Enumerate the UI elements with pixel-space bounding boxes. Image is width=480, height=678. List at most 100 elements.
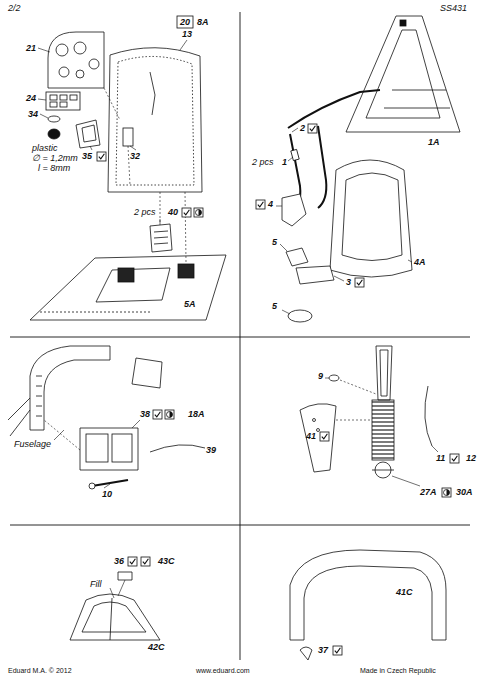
callout-number: 10 xyxy=(102,490,112,499)
leader-lines xyxy=(104,484,110,488)
leader-lines xyxy=(104,88,120,120)
callout-number: 32 xyxy=(130,152,140,161)
instrument-panel-parts xyxy=(96,268,170,302)
callout-number: 1A xyxy=(428,138,440,147)
callout-number: 18A xyxy=(188,410,205,419)
instrument-panel-parts xyxy=(178,264,194,278)
callout-number: 1 xyxy=(282,158,287,167)
callout-number: 4 xyxy=(268,200,273,209)
seat-parts xyxy=(286,248,308,266)
seat-parts xyxy=(282,194,306,226)
panel-dividers xyxy=(10,525,470,526)
instrument-panel-parts xyxy=(48,32,104,88)
leader-lines xyxy=(340,380,376,394)
seat-parts xyxy=(384,90,450,108)
callout-number: 35 xyxy=(82,152,92,161)
seat-parts xyxy=(282,16,460,322)
leader-lines xyxy=(90,146,92,150)
note-text: Fill xyxy=(90,580,102,589)
leader-lines xyxy=(54,430,64,440)
bend-icon xyxy=(97,152,106,161)
bend-icon xyxy=(308,124,317,133)
instrument-panel-parts xyxy=(76,70,84,78)
bend-icon xyxy=(128,557,137,566)
instrument-panel-parts xyxy=(59,67,69,77)
callout-number: 43C xyxy=(158,557,175,566)
callout-number: 42C xyxy=(148,643,165,652)
seat-parts xyxy=(288,310,312,322)
fuselage-parts xyxy=(80,428,138,470)
callout-number: 41 xyxy=(306,432,316,441)
seat-parts xyxy=(342,173,402,261)
footer-text: www.eduard.com xyxy=(196,667,250,674)
instrument-panel-parts xyxy=(50,95,57,100)
instrument-panel-parts xyxy=(82,125,96,142)
callout-number: 30A xyxy=(456,488,473,497)
callout-number: 38 xyxy=(140,410,150,419)
leader-lines xyxy=(118,580,125,596)
callout-number: 13 xyxy=(182,30,192,39)
control-stick-parts xyxy=(372,470,394,471)
instrument-panel-parts xyxy=(116,56,194,185)
instrument-panel-parts xyxy=(60,95,67,100)
instrument-panel-parts xyxy=(123,128,133,146)
leader-lines xyxy=(282,310,290,314)
callout-number: 21 xyxy=(26,44,36,53)
callout-number: 36 xyxy=(114,557,124,566)
callout-number: 8A xyxy=(197,18,209,27)
instrument-panel-parts xyxy=(30,255,226,320)
callout-number: 3 xyxy=(346,278,351,287)
control-stick-parts xyxy=(300,404,336,472)
bend-icon xyxy=(320,432,329,441)
callout-number: 27A xyxy=(420,488,437,497)
callout-number: 20 xyxy=(180,18,190,27)
callout-number: 39 xyxy=(206,446,216,455)
callout-number: 37 xyxy=(318,646,328,655)
panel-dividers xyxy=(240,12,241,660)
bend-icon xyxy=(153,410,162,419)
hood-parts xyxy=(110,598,112,640)
note-text: 2 pcs xyxy=(134,208,156,217)
fuselage-parts xyxy=(112,434,132,462)
note-text: 2/2 xyxy=(8,4,21,13)
instrument-panel-parts xyxy=(30,16,226,320)
instrument-panel-parts xyxy=(56,44,68,56)
canopy-parts xyxy=(290,550,446,660)
instrument-panel-parts xyxy=(48,116,60,122)
callout-number: 5 xyxy=(272,238,277,247)
leader-lines xyxy=(292,128,298,132)
seat-parts xyxy=(296,266,334,284)
leader-lines xyxy=(130,146,136,150)
seat-parts xyxy=(291,149,299,160)
canopy-parts xyxy=(290,550,446,640)
leader-lines xyxy=(128,146,130,185)
footer-text: Eduard M.A. © 2012 xyxy=(8,667,72,674)
callout-number: 34 xyxy=(28,110,38,119)
leader-lines xyxy=(38,40,187,262)
seat-parts xyxy=(288,90,380,128)
bend-icon xyxy=(450,454,459,463)
fuselage-parts xyxy=(30,346,110,430)
instrument-panel-parts xyxy=(108,48,202,192)
paint-icon xyxy=(194,208,203,217)
fuselage-parts xyxy=(8,398,30,436)
bend-icon xyxy=(256,200,265,209)
control-stick-parts xyxy=(300,346,432,478)
leader-lines xyxy=(288,157,293,161)
leader-lines xyxy=(276,206,282,207)
fuselage-parts xyxy=(36,376,42,416)
instrument-panel-parts xyxy=(74,42,86,54)
fuselage-parts xyxy=(89,483,95,489)
instrument-panel-parts xyxy=(89,59,99,69)
leader-lines xyxy=(334,276,344,281)
seat-parts xyxy=(330,160,412,277)
callout-number: 11 xyxy=(436,454,445,463)
paint-icon xyxy=(442,488,451,497)
canopy-parts xyxy=(300,647,312,660)
bend-icon xyxy=(182,208,191,217)
note-text: 2 pcs xyxy=(252,158,274,167)
leader-lines xyxy=(392,476,420,486)
leader-lines xyxy=(110,580,125,598)
note-text: ∅ = 1,2mm xyxy=(32,154,78,163)
